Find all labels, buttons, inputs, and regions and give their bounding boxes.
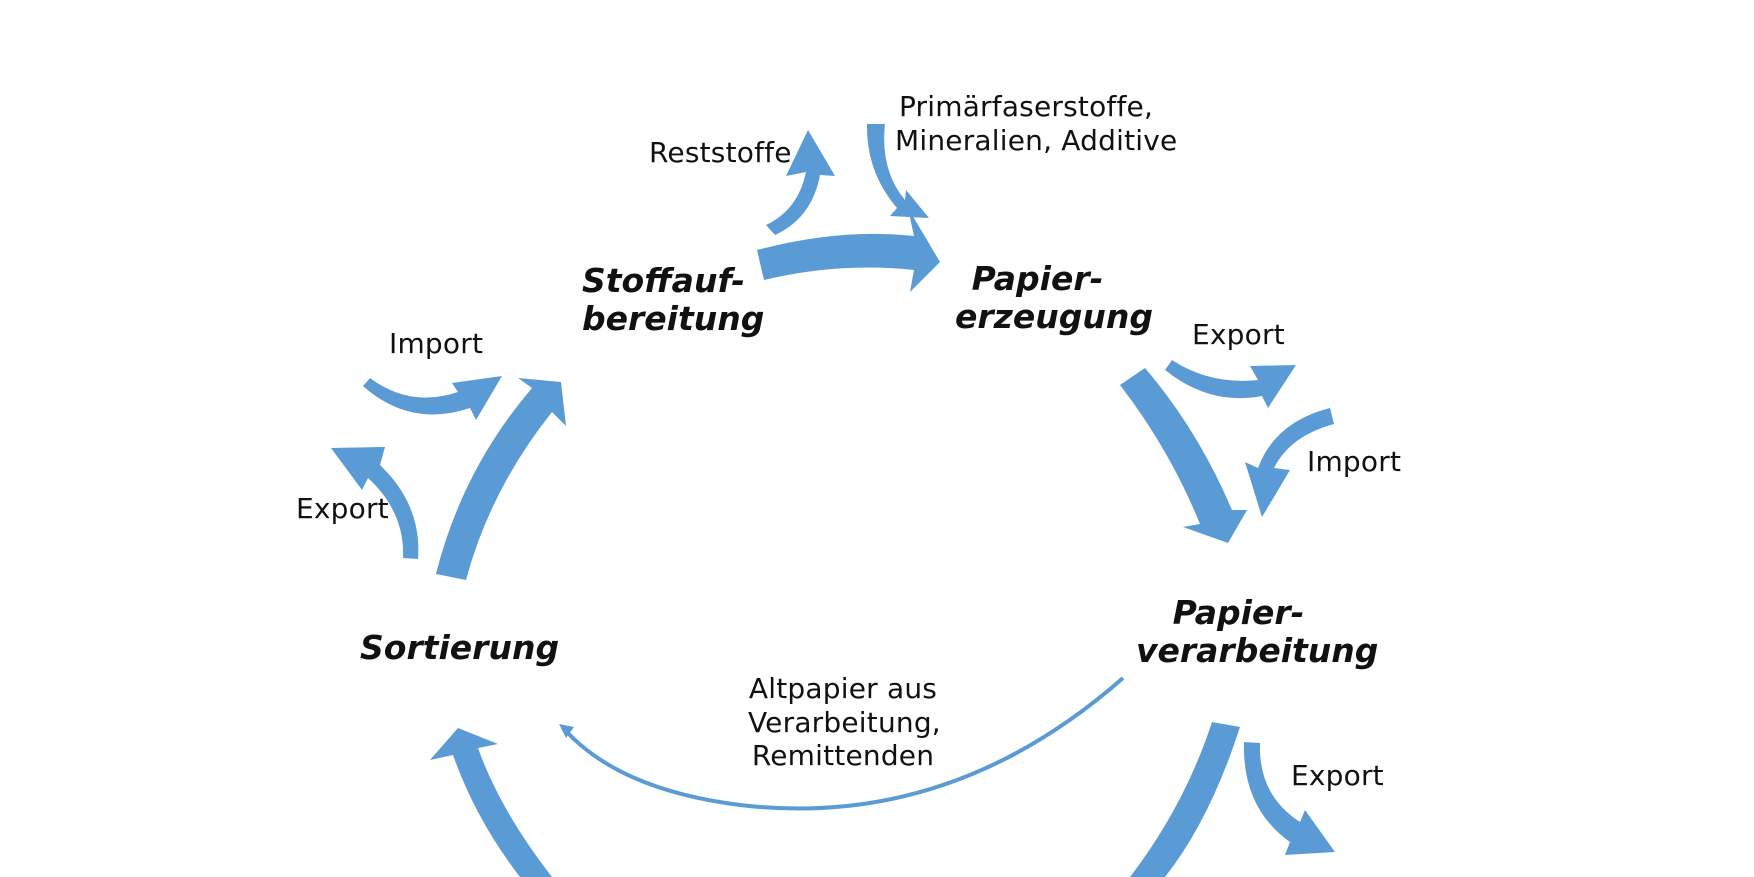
label-altpapier-line3: Remittenden (751, 739, 935, 773)
arrow-erzeugung-to-verarbeitung (1120, 368, 1247, 543)
label-erzeugung-export: Export (1192, 318, 1285, 351)
arrow-aufbereitung-to-erzeugung (757, 208, 940, 292)
arrow-verarbeitung-import (1245, 408, 1334, 517)
label-verarbeitung-import: Import (1307, 445, 1402, 478)
node-papiererzeugung: Papier- erzeugung (955, 259, 1153, 336)
arrow-bottom-to-sortierung (430, 728, 552, 877)
node-papierverarbeitung-line1: Papier- (1172, 593, 1305, 632)
arrow-altpapier-return (563, 676, 1125, 811)
node-sortierung-line1: Sortierung (360, 628, 560, 667)
node-stoffaufbereitung-line1: Stoffauf- (582, 261, 745, 300)
label-reststoffe: Reststoffe (649, 136, 792, 169)
arrow-aufbereitung-import (363, 376, 502, 420)
arrow-reststoffe-out (766, 130, 835, 235)
arrow-altpapier-head (559, 724, 574, 738)
node-papiererzeugung-line1: Papier- (971, 259, 1104, 298)
node-papierverarbeitung-line2: verarbeitung (1136, 630, 1379, 670)
label-sortierung-export: Export (296, 492, 389, 525)
arrow-sortierung-export (331, 447, 419, 559)
label-primaerfaser-line2: Mineralien, Additive (895, 123, 1178, 157)
node-papiererzeugung-line2: erzeugung (955, 296, 1153, 336)
label-aufbereitung-import: Import (389, 327, 484, 360)
label-altpapier-line2: Verarbeitung, (748, 705, 941, 739)
node-stoffaufbereitung: Stoffauf- bereitung (582, 261, 765, 338)
arrow-verarbeitung-export (1243, 742, 1335, 855)
arrow-primaerfaser-in (866, 124, 929, 218)
arrow-verarbeitung-to-bottom (1130, 722, 1240, 877)
node-stoffaufbereitung-line2: bereitung (582, 298, 765, 338)
arrow-erzeugung-export (1165, 360, 1296, 408)
label-altpapier: Altpapier aus Verarbeitung, Remittenden (748, 672, 941, 773)
label-altpapier-line1: Altpapier aus (748, 672, 938, 705)
node-papierverarbeitung: Papier- verarbeitung (1136, 593, 1379, 670)
label-primaerfaser-line1: Primärfaserstoffe, (898, 90, 1154, 123)
node-sortierung: Sortierung (360, 628, 560, 667)
label-verarbeitung-export: Export (1291, 759, 1384, 792)
arrow-sortierung-to-aufbereitung (436, 378, 566, 580)
label-primaerfaser: Primärfaserstoffe, Mineralien, Additive (895, 90, 1178, 157)
